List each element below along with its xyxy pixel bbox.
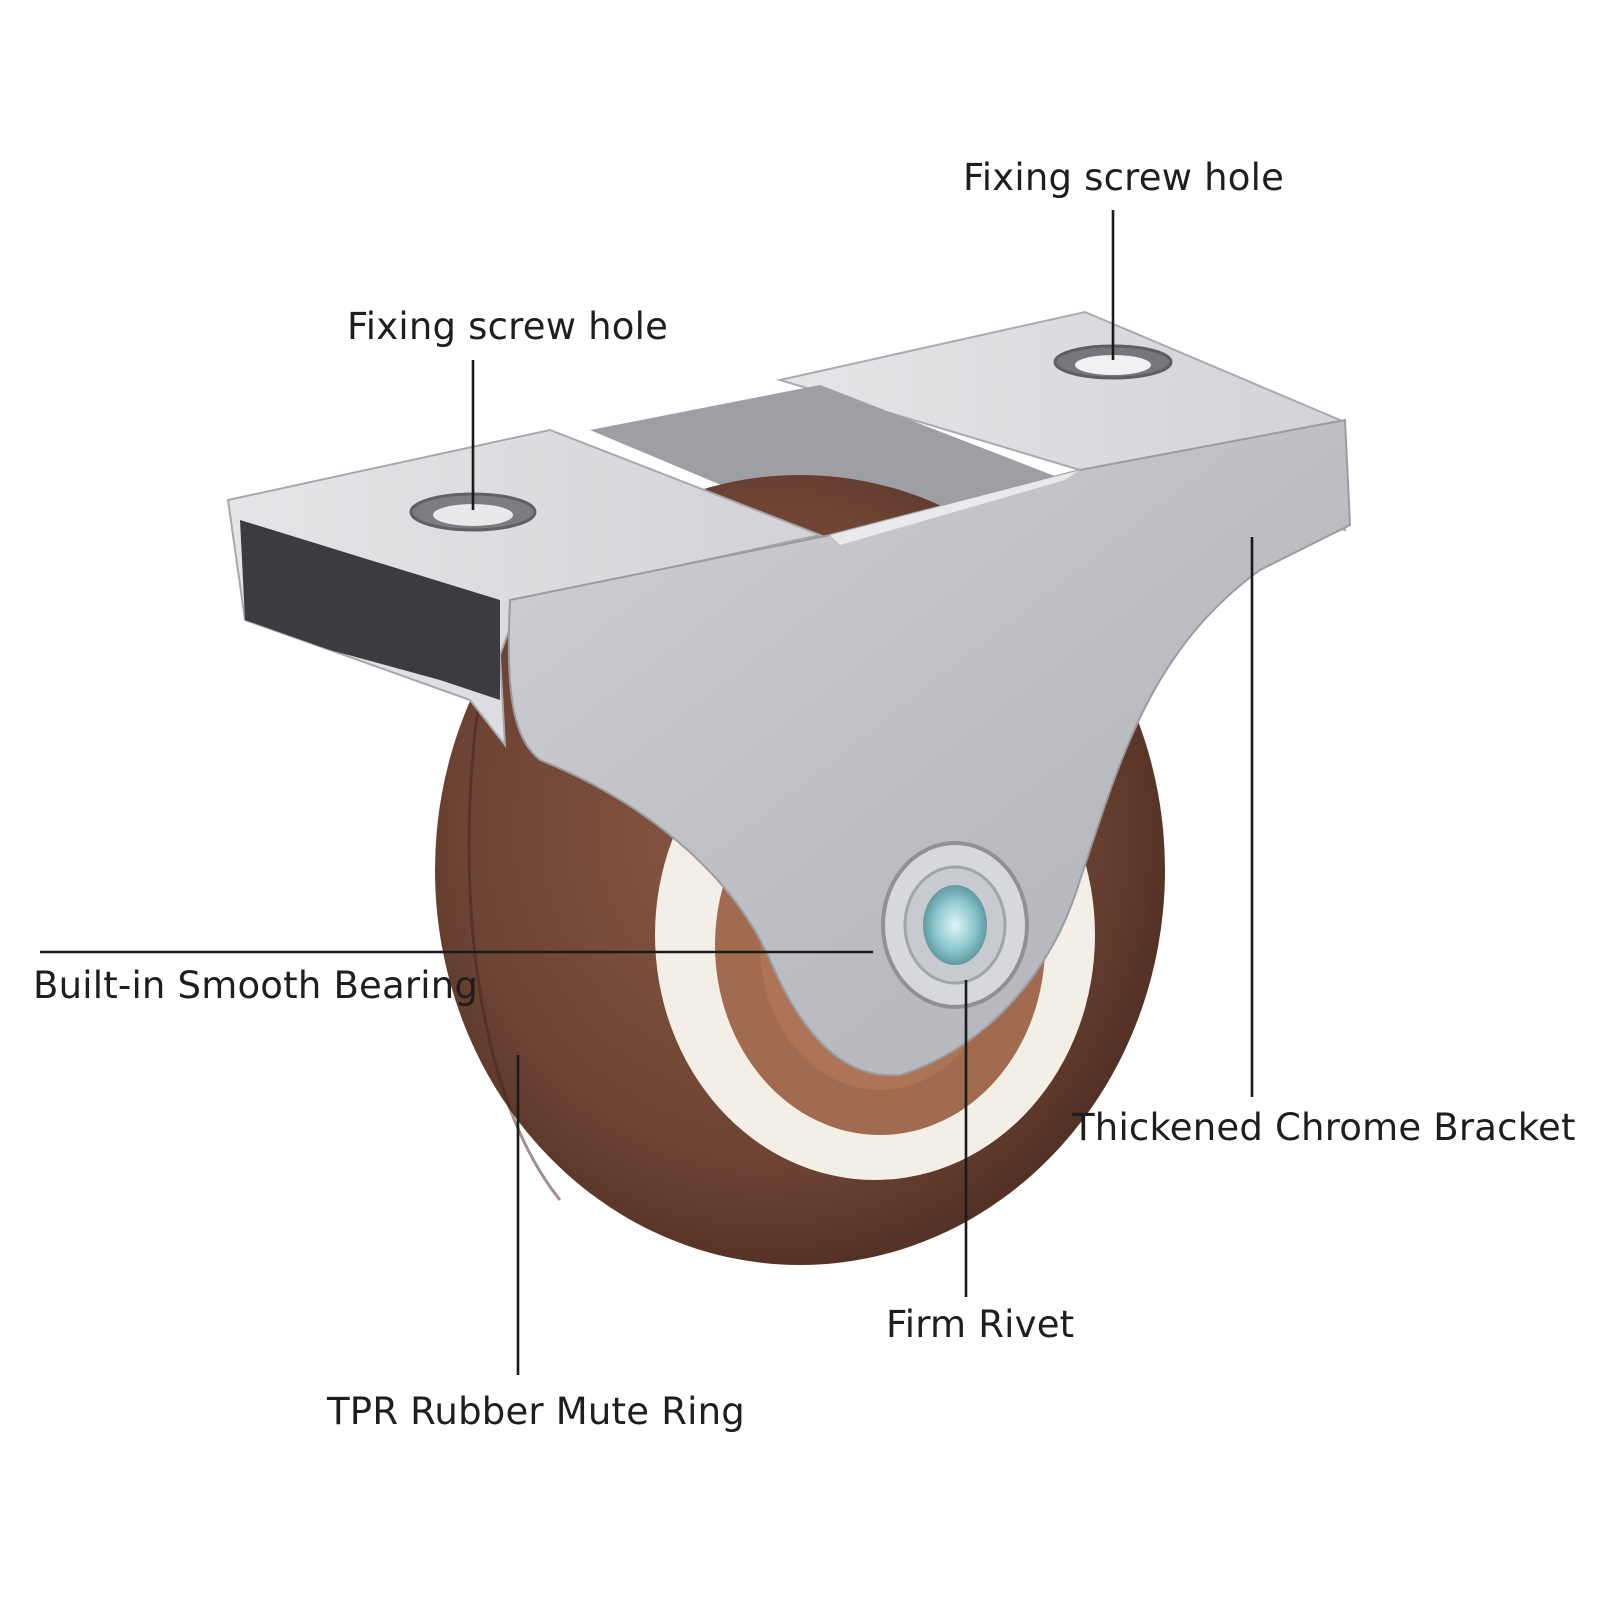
bracket-opening — [590, 385, 1065, 535]
label-thickened-chrome-bracket: Thickened Chrome Bracket — [1072, 1106, 1576, 1149]
label-tpr-rubber-mute-ring: TPR Rubber Mute Ring — [327, 1390, 745, 1433]
bracket-front-face — [507, 418, 1352, 1077]
bracket-channel-shadow — [240, 520, 500, 700]
label-fixing-screw-hole-left: Fixing screw hole — [347, 305, 669, 348]
label-firm-rivet: Firm Rivet — [886, 1303, 1075, 1346]
label-fixing-screw-hole-right: Fixing screw hole — [963, 156, 1285, 199]
rivet — [881, 841, 1029, 1009]
label-built-in-smooth-bearing: Built-in Smooth Bearing — [33, 964, 479, 1007]
